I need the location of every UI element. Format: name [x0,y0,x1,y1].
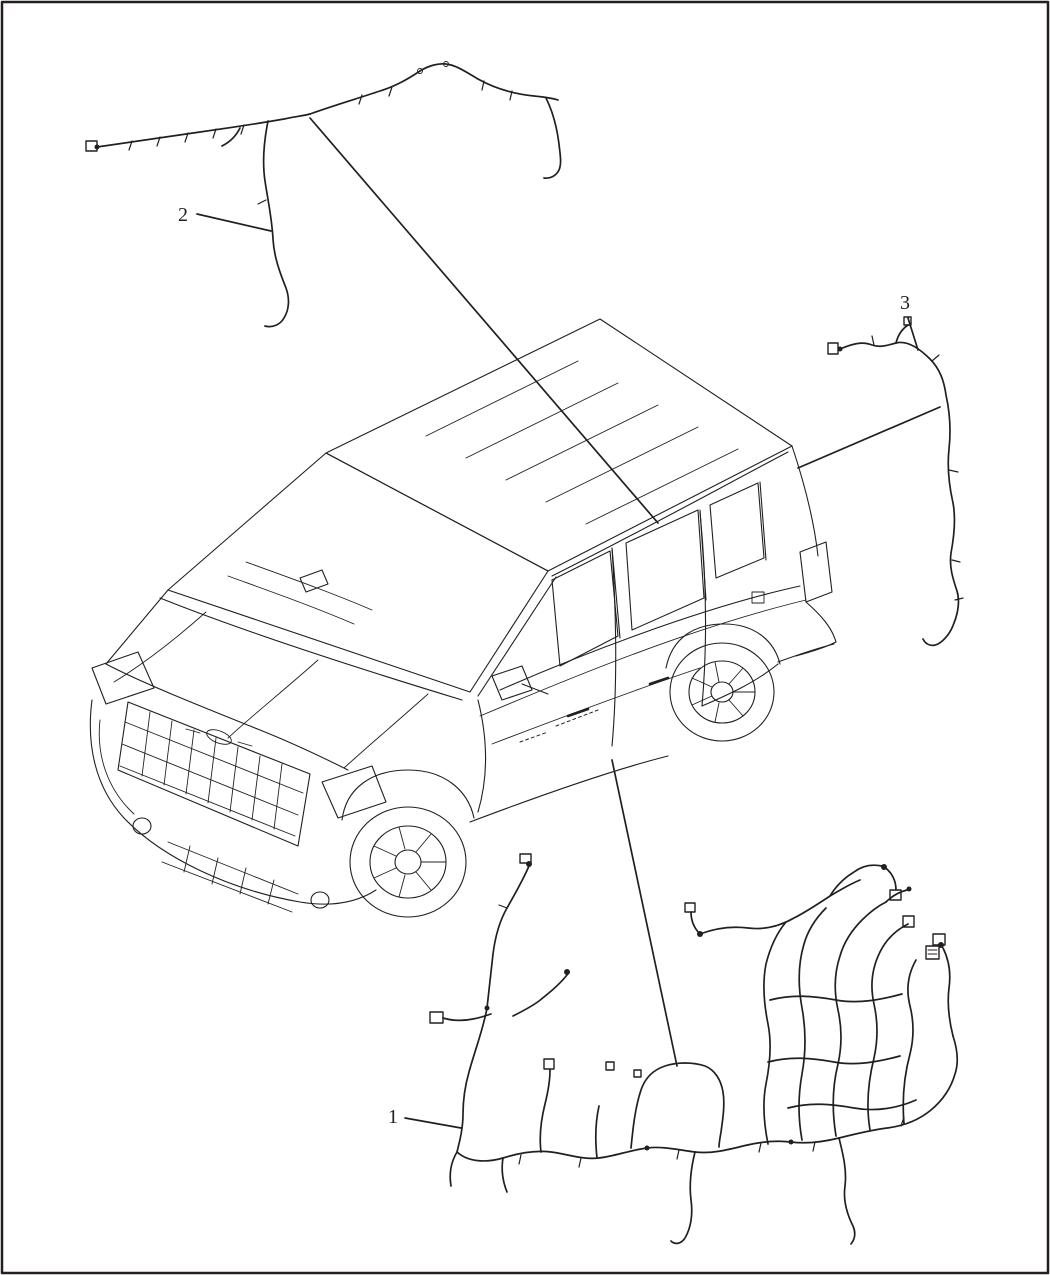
harness-connector [926,946,939,959]
minivan-illustration [90,319,836,917]
hood-crease [344,694,428,768]
cowl-line [160,598,462,700]
callout-2: 2 [178,204,271,231]
rocker-line [470,756,668,822]
front-wheel [342,770,474,917]
leader-line-side-harness [798,407,940,468]
hood-edge [106,590,168,664]
sliding-door-glass [626,510,704,630]
door-handle [650,678,668,684]
side-mirror-far [300,570,328,592]
door-handle [568,709,588,716]
harness-connector [685,903,695,912]
pillars [612,482,766,638]
taillight [800,542,832,602]
harness-clip [634,1070,641,1077]
wiper-line [228,576,354,624]
callout-3-label: 3 [900,292,910,314]
harness-drop-item2 [264,121,289,327]
headlight-left [92,652,154,704]
harness-connector [903,916,914,927]
side-mirror [492,666,532,700]
a-pillar [478,577,556,696]
callout-1-leader [405,1118,461,1128]
callout-3: 3 [900,292,918,350]
bumper-crease [99,720,134,814]
callout-1-label: 1 [388,1106,398,1128]
harness-connector [544,1059,554,1069]
leader-line-body-harness [612,760,677,1066]
fender-seam [478,700,486,812]
wiper-line [246,562,372,610]
fog-light [311,892,329,908]
headlight-right [322,766,386,818]
callout-3-leader [908,318,918,350]
beltline [500,586,800,690]
harness-connector [430,1012,443,1023]
fog-light [133,818,151,834]
sliding-door-seam [612,548,616,746]
side-harness-3-drawing [828,317,963,645]
harness-clips [499,905,904,1167]
harness-connector [933,934,945,945]
body-harness-1-drawing [430,854,957,1244]
grille [118,702,310,846]
roof-harness-drawing [86,62,561,327]
harness-clip [606,1062,614,1070]
callout-2-leader [197,214,271,231]
lower-intake [162,842,298,912]
rear-wheel [666,624,780,741]
roof-drip-rail [552,452,788,576]
roof-ribs [426,361,738,524]
quarter-glass [710,483,764,578]
d-pillar [792,446,818,556]
harness-drop-right [544,98,561,178]
rear-bumper [806,602,836,642]
callout-2-label: 2 [178,204,188,226]
hood-crease [228,660,318,738]
harness-connector [890,890,901,900]
harness-connector [904,317,911,325]
sliding-door-seam [700,512,706,706]
front-door-glass [552,551,618,666]
harness-bridge-loop [631,1063,724,1148]
leader-line-roof-harness [310,118,658,523]
harness-main-trunk [457,1008,957,1161]
roof-panel [326,319,792,571]
harness-clips [872,336,963,600]
callout-1: 1 [388,1106,461,1128]
wheel-arch [342,770,474,820]
wheel-arch [666,624,780,668]
fascia-top [106,664,348,770]
harness-clips [129,81,512,204]
harness-connector [520,854,531,863]
rear-lower-line [702,664,778,706]
door-track [520,732,548,742]
hood-crease [114,612,206,682]
front-bumper [90,700,376,904]
fuel-door [752,592,764,603]
body-crease [480,600,806,716]
harness-knot [764,902,916,1144]
harness-connector [828,343,838,354]
body-crease [492,668,700,744]
brand-badge [205,727,234,748]
windshield [168,453,548,692]
door-track [556,710,598,726]
